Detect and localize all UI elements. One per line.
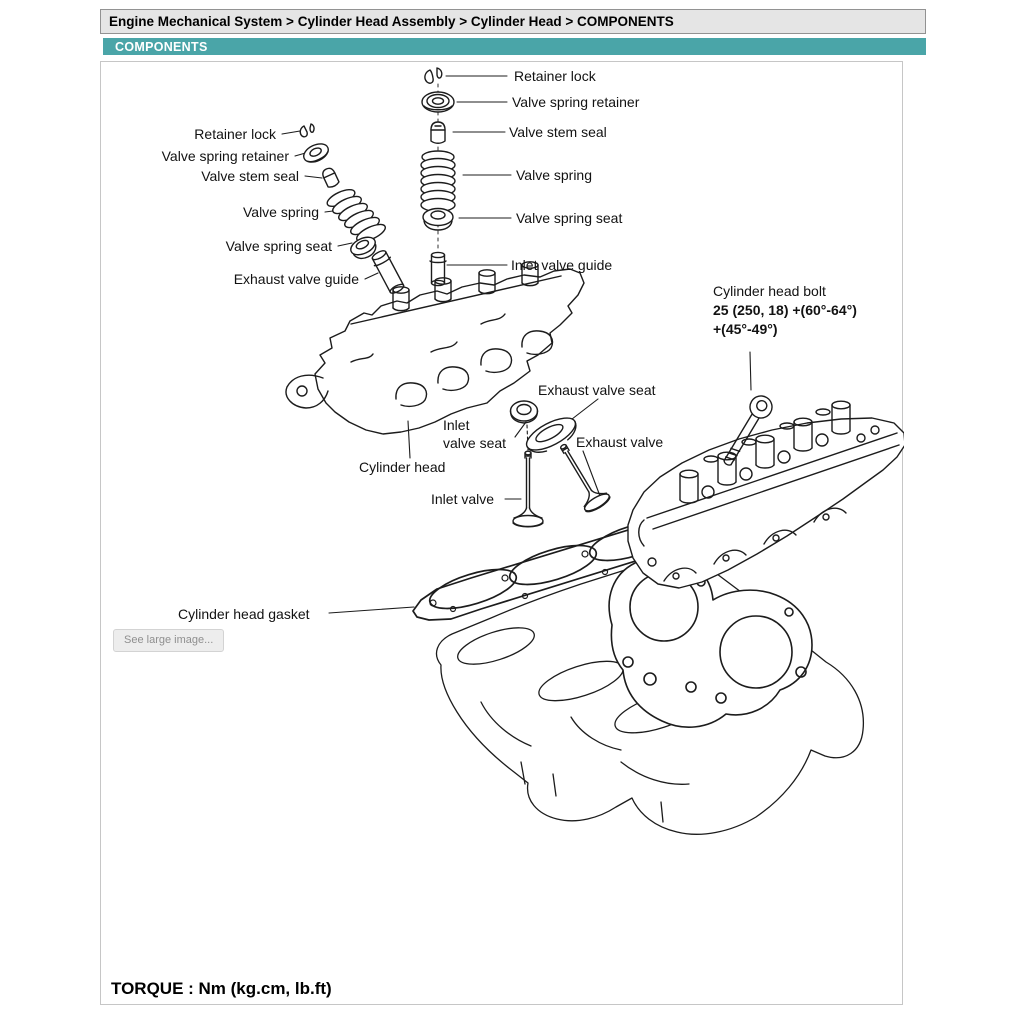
- label-retainer-lock-top: Retainer lock: [514, 68, 596, 84]
- label-valve-spring-retainer-left: Valve spring retainer: [161, 148, 289, 164]
- breadcrumb[interactable]: Engine Mechanical System > Cylinder Head…: [100, 9, 926, 34]
- see-large-image-button[interactable]: See large image...: [113, 629, 225, 652]
- exhaust-valve-part: [559, 443, 611, 513]
- label-valve-spring-seat-left: Valve spring seat: [225, 238, 332, 254]
- label-cylinder-head: Cylinder head: [359, 459, 446, 475]
- retainer-lock-part-top: [424, 67, 443, 84]
- valve-spring-retainer-part-top: [421, 91, 455, 113]
- label-valve-spring-seat-top: Valve spring seat: [516, 210, 623, 226]
- cylinder-head-drawing-left: [285, 261, 585, 435]
- exhaust-valve-seat-part: [525, 417, 577, 453]
- retainer-lock-part-left: [299, 123, 315, 138]
- label-valve-stem-seal-top: Valve stem seal: [509, 124, 607, 140]
- label-exhaust-valve-seat: Exhaust valve seat: [538, 382, 656, 398]
- valve-stem-seal-part-top: [430, 121, 446, 144]
- cylinder-head-drawing-right: [627, 400, 904, 589]
- cylinder-head-bolt-torque-spec-2: +(45°-49°): [713, 321, 778, 337]
- label-inlet-valve: Inlet valve: [431, 491, 495, 507]
- label-cylinder-head-gasket: Cylinder head gasket: [178, 606, 310, 622]
- inlet-valve-guide-part-top: [429, 251, 447, 287]
- inlet-valve-part: [512, 450, 544, 528]
- section-header-bar: COMPONENTS: [103, 38, 926, 55]
- label-inlet-valve-seat: Inlet valve seat: [443, 416, 506, 452]
- label-valve-spring-left: Valve spring: [242, 204, 319, 220]
- valve-spring-part-left: [326, 188, 386, 243]
- label-valve-spring-top: Valve spring: [516, 167, 593, 183]
- cylinder-head-bolt-title: Cylinder head bolt: [713, 283, 826, 299]
- valve-spring-part-top: [420, 150, 456, 213]
- label-inlet-valve-seat-line2: valve seat: [443, 435, 507, 451]
- valve-spring-seat-part-top: [422, 207, 454, 231]
- label-exhaust-valve: Exhaust valve: [576, 434, 664, 450]
- components-panel: Retainer lock Valve spring retainer Valv…: [100, 61, 904, 1005]
- exhaust-valve-guide-part-left: [371, 250, 405, 294]
- label-retainer-lock-left: Retainer lock: [194, 126, 276, 142]
- inlet-valve-seat-part: [509, 400, 539, 424]
- right-bank-gasket-drawing: [608, 555, 813, 728]
- valve-spring-retainer-part-left: [303, 143, 329, 163]
- valve-stem-seal-part-left: [322, 167, 340, 188]
- section-title: COMPONENTS: [115, 39, 208, 54]
- torque-note: TORQUE : Nm (kg.cm, lb.ft): [111, 979, 332, 998]
- label-valve-stem-seal-left: Valve stem seal: [201, 168, 299, 184]
- components-diagram: [281, 67, 904, 835]
- label-exhaust-valve-guide: Exhaust valve guide: [233, 271, 359, 287]
- label-valve-spring-retainer-top: Valve spring retainer: [512, 94, 640, 110]
- label-inlet-valve-guide: Inlet valve guide: [511, 257, 613, 273]
- breadcrumb-text: Engine Mechanical System > Cylinder Head…: [109, 14, 674, 29]
- label-cylinder-head-bolt: Cylinder head bolt 25 (250, 18) +(60°-64…: [713, 282, 857, 339]
- cylinder-head-bolt-part: [723, 395, 773, 466]
- valve-spring-seat-part-left: [350, 236, 377, 260]
- cylinder-head-bolt-torque-spec-1: 25 (250, 18) +(60°-64°): [713, 302, 857, 318]
- label-inlet-valve-seat-line1: Inlet: [443, 417, 470, 433]
